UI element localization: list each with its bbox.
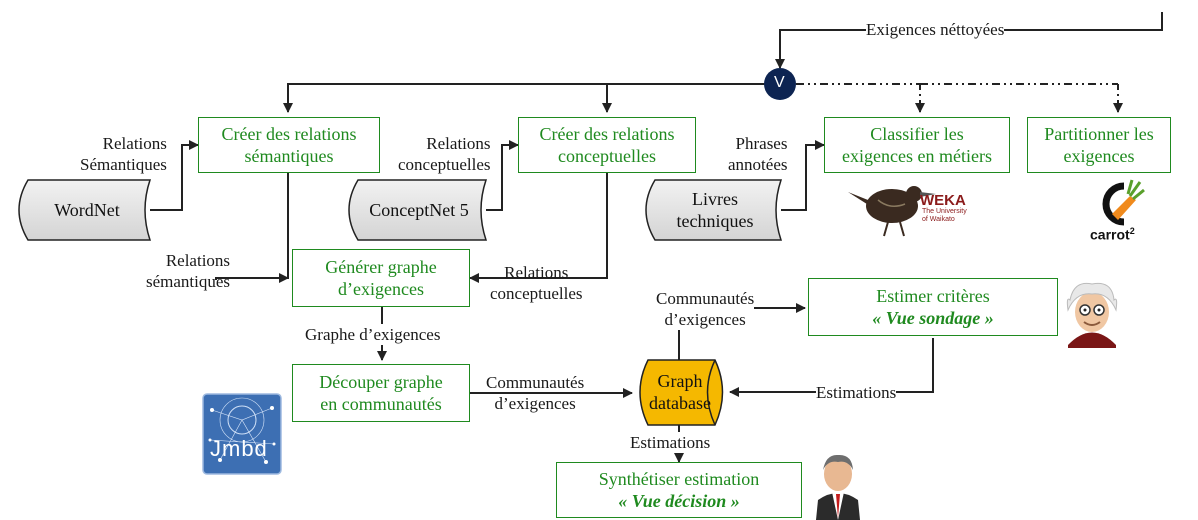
label-line: Communautés	[486, 373, 585, 392]
box-line: exigences	[1063, 146, 1135, 166]
label-line: sémantiques	[146, 272, 231, 291]
box-line: en communautés	[320, 394, 442, 414]
jmbd-logo-icon	[202, 393, 282, 475]
cleaned-requirements-label: Exigences néttoyées	[866, 19, 1005, 40]
technical-books-source: Livres techniques	[652, 180, 778, 240]
carrot2-logo-text: carrot2	[1090, 226, 1135, 243]
split-communities-box[interactable]: Découper graphe en communautés	[292, 364, 470, 422]
create-conceptual-relations-box[interactable]: Créer des relations conceptuelles	[518, 117, 696, 173]
livres-shape	[645, 179, 783, 241]
or-gate-shape	[764, 68, 796, 100]
db-line: database	[649, 393, 711, 413]
jmbd-logo-text: Jmbd	[210, 436, 268, 461]
or-gate-label: V	[774, 74, 785, 91]
label-line: conceptuelles	[398, 155, 491, 174]
generate-graph-box[interactable]: Générer graphe d’exigences	[292, 249, 470, 307]
carrot2-logo-icon	[1102, 179, 1145, 226]
carrot-word: carrot	[1090, 226, 1130, 243]
estimations-right-label: Estimations	[816, 382, 897, 403]
label-line: Relations	[102, 134, 167, 153]
box-line: Générer graphe	[325, 257, 437, 277]
weka-sub-line: The University	[922, 208, 967, 215]
classify-requirements-box[interactable]: Classifier les exigences en métiers	[824, 117, 1010, 173]
annotated-sentences-label: Phrases annotées	[728, 133, 787, 175]
box-line: conceptuelles	[558, 146, 656, 166]
box-line: Partitionner les	[1044, 124, 1154, 144]
source-connectors	[150, 140, 825, 211]
distribution-connectors	[283, 83, 1123, 113]
communities-left-label: Communautés d’exigences	[486, 372, 584, 414]
label-line: Phrases	[735, 134, 788, 153]
label-line: Relations	[426, 134, 491, 153]
box-line-view: « Vue sondage »	[872, 308, 994, 328]
estimate-criteria-box[interactable]: Estimer critères « Vue sondage »	[808, 278, 1058, 336]
box-line: Créer des relations	[539, 124, 675, 144]
communities-top-label: Communautés d’exigences	[656, 288, 755, 330]
box-line-view: « Vue décision »	[618, 491, 740, 511]
carrot-sup: 2	[1129, 226, 1135, 236]
estimations-bottom-label: Estimations	[630, 432, 711, 453]
weka-sub-line: of Waikato	[922, 216, 955, 223]
source-label: WordNet	[54, 200, 120, 220]
box-line: Classifier les	[870, 124, 964, 144]
source-label: techniques	[676, 211, 754, 231]
source-label: ConceptNet 5	[369, 200, 469, 220]
requirements-graph-label: Graphe d’exigences	[305, 324, 441, 345]
semantic-relations-top-label: Relations Sémantiques	[80, 133, 167, 175]
label-line: Relations	[504, 263, 569, 282]
professor-avatar-icon	[1066, 282, 1118, 348]
semantic-relations-bottom-label: Relations sémantiques	[146, 250, 230, 292]
box-line: exigences en métiers	[842, 146, 992, 166]
synthesize-estimation-box[interactable]: Synthétiser estimation « Vue décision »	[556, 462, 802, 518]
businessman-avatar-icon	[816, 454, 860, 520]
conceptual-relations-bottom-label: Relations conceptuelles	[490, 262, 583, 304]
box-line: Estimer critères	[876, 286, 990, 306]
label-line: annotées	[728, 155, 788, 174]
graph-database-shape	[639, 359, 724, 426]
label-line: Sémantiques	[80, 155, 167, 174]
wordnet-shape	[18, 179, 152, 241]
source-label: Livres	[692, 189, 738, 209]
label-line: Relations	[165, 251, 231, 270]
box-line: Créer des relations	[221, 124, 357, 144]
label-line: d’exigences	[664, 310, 746, 329]
box-line: Découper graphe	[319, 372, 443, 392]
partition-requirements-box[interactable]: Partitionner les exigences	[1027, 117, 1171, 173]
box-line: d’exigences	[338, 279, 424, 299]
graph-database-label: Graph database	[640, 370, 720, 414]
conceptual-relations-top-label: Relations conceptuelles	[398, 133, 491, 175]
db-line: Graph	[657, 371, 703, 391]
conceptnet-source: ConceptNet 5	[356, 180, 482, 240]
wordnet-source: WordNet	[28, 180, 146, 240]
label-line: conceptuelles	[490, 284, 583, 303]
box-line: sémantiques	[244, 146, 334, 166]
create-semantic-relations-box[interactable]: Créer des relations sémantiques	[198, 117, 380, 173]
label-line: Communautés	[656, 289, 755, 308]
weka-logo-text: WEKA	[920, 192, 966, 209]
label-line: d’exigences	[494, 394, 576, 413]
weka-bird-icon	[848, 186, 936, 237]
box-line: Synthétiser estimation	[598, 469, 760, 489]
conceptnet-shape	[348, 179, 488, 241]
weka-logo-subtext: The University of Waikato	[922, 208, 967, 224]
